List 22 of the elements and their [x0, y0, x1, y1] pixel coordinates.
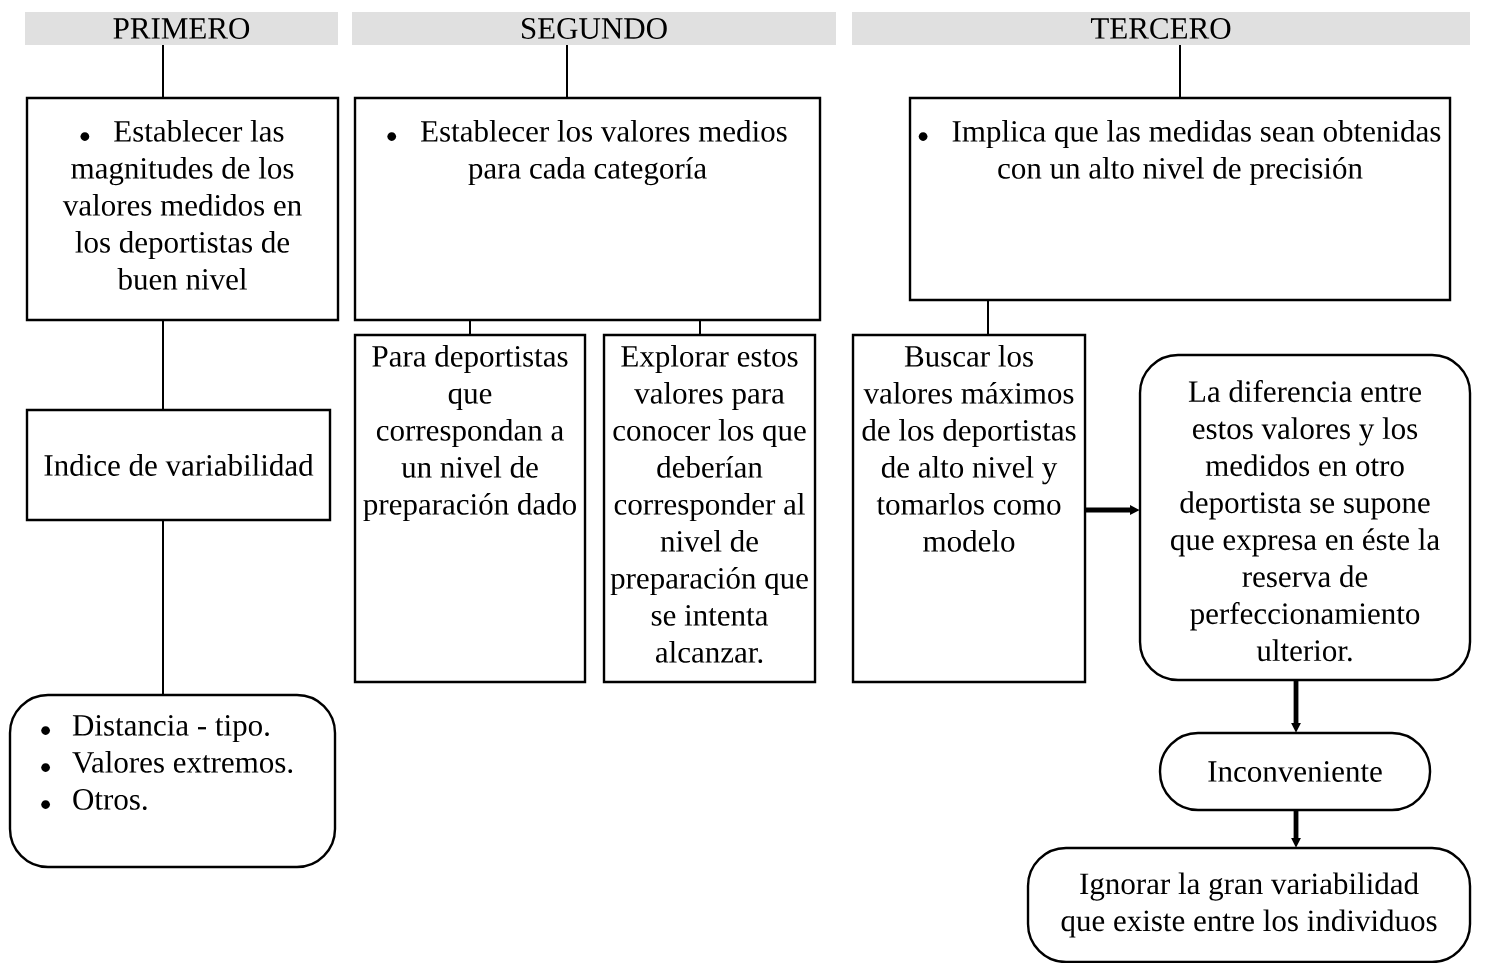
text-box: Buscar los valores máximos de los deportistas de alto nivel y tomarlos como modelo — [851, 333, 1087, 684]
header-band: SEGUNDO — [352, 12, 836, 45]
connector-line — [699, 319, 701, 336]
text-box: Explorar estos valores para conocer los que deberían corresponder al nivel de preparación que se intenta alcanzar. — [602, 333, 817, 684]
connector-line — [1179, 44, 1181, 99]
text-box: Indice de variabilidad — [25, 408, 332, 522]
text-box: Establecer las magnitudes de los valores medidos en los deportistas de buen nivel — [25, 96, 340, 322]
connector-line — [987, 299, 989, 336]
rounded-box: Ignorar la gran variabilidad que existe entre los individuos — [1026, 846, 1472, 963]
connector-line — [566, 44, 568, 99]
connector-line — [162, 44, 164, 99]
rounded-box: Distancia - tipo. Valores extremos. Otros. — [8, 693, 337, 869]
header-band: TERCERO — [852, 12, 1470, 45]
connector-line — [469, 319, 471, 336]
rounded-box: La diferencia entre estos valores y los medidos en otro deportista se supone que expresa en éste la reserva de perfeccionamiento ulterior. — [1138, 353, 1472, 682]
text-box: Para deportistas que correspondan a un nivel de preparación dado — [353, 333, 587, 684]
header-band: PRIMERO — [25, 12, 338, 45]
connector-line — [162, 319, 164, 411]
connector-line — [162, 519, 164, 696]
text-box: Establecer los valores medios para cada categoría — [353, 96, 822, 322]
text-box: Implica que las medidas sean obtenidas con un alto nivel de precisión — [908, 96, 1452, 302]
rounded-box: Inconveniente — [1158, 731, 1432, 812]
